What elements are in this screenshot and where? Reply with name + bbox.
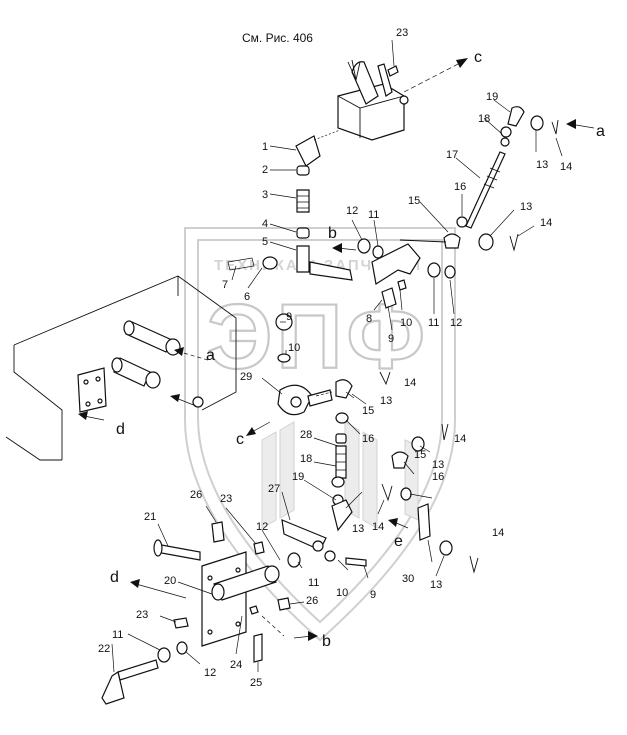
part-number-n23b: 23 (220, 493, 232, 505)
part-number-n11a: 11 (368, 209, 379, 221)
part-number-n4: 4 (262, 218, 268, 230)
part-number-n9c: 9 (370, 589, 376, 601)
part-number-n12d: 12 (204, 667, 216, 679)
part-number-n8: 8 (366, 313, 372, 325)
part-number-n15a: 15 (408, 195, 420, 207)
part-number-n15b: 15 (362, 405, 374, 417)
part-number-n18b: 18 (300, 453, 312, 465)
part-number-n22: 22 (98, 643, 110, 655)
connection-letter-a_right: a (596, 123, 605, 140)
part-number-n20: 20 (164, 575, 176, 587)
part-number-n23c: 23 (136, 609, 148, 621)
part-number-n16c: 16 (432, 471, 444, 483)
part-number-n11b: 11 (428, 317, 439, 329)
part-number-n10a: 10 (400, 317, 412, 329)
connection-letter-labels: c a b a d c e d b (110, 49, 605, 650)
linkage-upper (227, 129, 456, 309)
control-lever-assembly (337, 59, 409, 141)
part-number-n10b: 10 (288, 342, 300, 354)
connection-arrows (78, 58, 595, 641)
connection-letter-a_left: a (206, 347, 215, 364)
part-number-n26a: 26 (190, 489, 202, 501)
connection-letter-d_left: d (116, 421, 125, 438)
part-number-n14d: 14 (372, 521, 384, 533)
part-number-n12b: 12 (450, 317, 462, 329)
part-number-n30: 30 (402, 573, 414, 585)
part-number-n19a: 19 (486, 91, 498, 103)
part-number-n10c: 10 (336, 587, 348, 599)
part-number-n25: 25 (250, 677, 262, 689)
connection-letter-b_bot: b (322, 633, 331, 650)
part-number-n6: 6 (244, 291, 250, 303)
part-number-n9a: 9 (388, 333, 394, 345)
part-number-n16a: 16 (454, 181, 466, 193)
part-number-n13d: 13 (352, 523, 364, 535)
part-number-n11d: 11 (112, 629, 123, 641)
part-number-n13f: 13 (430, 579, 442, 591)
part-number-n14e: 14 (454, 433, 466, 445)
linkage-right (324, 423, 479, 574)
connection-letter-c_top: c (474, 49, 482, 66)
part-number-n13b: 13 (520, 201, 532, 213)
part-number-n9b: 9 (286, 311, 292, 323)
part-number-n14c: 14 (404, 377, 416, 389)
part-number-n12a: 12 (346, 205, 358, 217)
connection-letter-c_mid: c (236, 431, 244, 448)
connection-letter-e_mid: e (394, 533, 403, 550)
linkage-middle (275, 313, 393, 552)
part-number-n23a: 23 (396, 27, 408, 39)
part-number-n14a: 14 (560, 161, 572, 173)
part-number-n1: 1 (262, 141, 268, 153)
part-number-n27: 27 (268, 483, 280, 495)
part-number-n14f: 14 (492, 527, 504, 539)
part-number-n11c: 11 (308, 577, 319, 589)
connection-letter-b_mid: b (328, 225, 337, 242)
part-number-n7: 7 (222, 279, 228, 291)
part-number-n16b: 16 (362, 433, 374, 445)
part-number-n14b: 14 (540, 217, 552, 229)
leader-lines (111, 39, 563, 673)
reference-caption: См. Рис. 406 (242, 31, 313, 45)
part-number-n5: 5 (262, 236, 268, 248)
part-number-n2: 2 (262, 164, 268, 176)
part-number-n26b: 26 (306, 595, 318, 607)
part-number-n13e: 13 (432, 459, 444, 471)
connection-letter-d_bot: d (110, 569, 119, 586)
watermark: ТЕХНИКА И ЗАПЧАСТИ ЭПФ (184, 227, 456, 642)
part-number-n13c: 13 (380, 395, 392, 407)
part-number-n13a: 13 (536, 159, 548, 171)
part-number-n12c: 12 (256, 521, 268, 533)
rod-assembly (443, 106, 559, 252)
part-number-n24: 24 (230, 659, 242, 671)
part-number-n18a: 18 (478, 113, 490, 125)
part-number-n29: 29 (240, 371, 252, 383)
lower-bracket-assembly (101, 521, 301, 705)
cab-panel (5, 275, 237, 461)
part-number-n3: 3 (262, 189, 268, 201)
part-number-n19b: 19 (292, 471, 304, 483)
part-number-n15c: 15 (414, 449, 426, 461)
part-number-n17: 17 (446, 149, 458, 161)
part-number-n21: 21 (144, 511, 156, 523)
part-number-n28: 28 (300, 429, 312, 441)
